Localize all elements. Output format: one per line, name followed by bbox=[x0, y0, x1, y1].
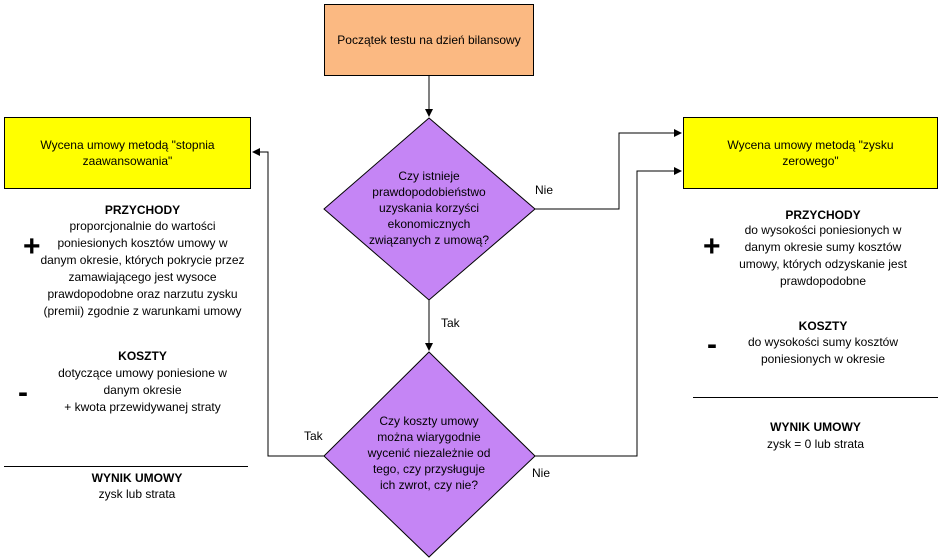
edge-label-d1-yes: Tak bbox=[441, 316, 460, 330]
left-plus-sign: + bbox=[23, 230, 41, 263]
arrow-decision2-yes-to-left bbox=[252, 148, 324, 457]
start-label: Początek testu na dzień bilansowy bbox=[337, 33, 521, 47]
right-cost-text: do wysokości sumy kosztów poniesionych w… bbox=[747, 335, 899, 366]
left-result-text: zysk lub strata bbox=[98, 487, 176, 501]
decision1-label: Czy istnieje prawdopodobieństwo uzyskani… bbox=[368, 169, 490, 247]
left-revenue-text: proporcjonalnie do wartości poniesionych… bbox=[40, 219, 245, 318]
right-plus-sign: + bbox=[703, 230, 721, 263]
right-revenue-title: PRZYCHODY bbox=[785, 208, 861, 222]
right-revenue-text: do wysokości poniesionych w danym okresi… bbox=[739, 223, 907, 288]
right-cost-title: KOSZTY bbox=[798, 319, 848, 333]
right-minus-sign: - bbox=[707, 328, 717, 361]
decision2-diamond bbox=[323, 351, 536, 558]
left-method-label: Wycena umowy metodą "stopnia zaawansowan… bbox=[40, 138, 215, 168]
left-minus-sign: - bbox=[18, 376, 28, 409]
decision1-text: Czy istnieje prawdopodobieństwo uzyskani… bbox=[366, 150, 492, 266]
decision2-text: Czy koszty umowy można wiarygodnie wycen… bbox=[366, 395, 492, 511]
left-cost-text: dotyczące umowy poniesione w danym okres… bbox=[58, 366, 227, 414]
start-box: Początek testu na dzień bilansowy bbox=[324, 4, 534, 76]
left-result-divider bbox=[4, 466, 248, 467]
right-result-title: WYNIK UMOWY bbox=[770, 420, 861, 434]
edge-label-d2-no: Nie bbox=[532, 466, 551, 480]
right-method-box: Wycena umowy metodą "zysku zerowego" bbox=[683, 117, 938, 189]
edge-label-d1-no: Nie bbox=[535, 183, 554, 197]
decision2-label: Czy koszty umowy można wiarygodnie wycen… bbox=[367, 414, 491, 492]
right-result-divider bbox=[693, 397, 938, 398]
right-result-text: zysk = 0 lub strata bbox=[766, 437, 865, 451]
right-method-label: Wycena umowy metodą "zysku zerowego" bbox=[727, 138, 894, 168]
left-result-title: WYNIK UMOWY bbox=[91, 471, 183, 485]
arrow-decision2-no-to-right bbox=[535, 167, 682, 457]
left-method-box: Wycena umowy metodą "stopnia zaawansowan… bbox=[4, 117, 251, 189]
edge-label-d2-yes: Tak bbox=[304, 429, 323, 443]
left-revenue-title: PRZYCHODY bbox=[104, 203, 181, 217]
arrow-decision1-no-to-right bbox=[535, 129, 682, 210]
left-cost-title: KOSZTY bbox=[118, 349, 167, 363]
